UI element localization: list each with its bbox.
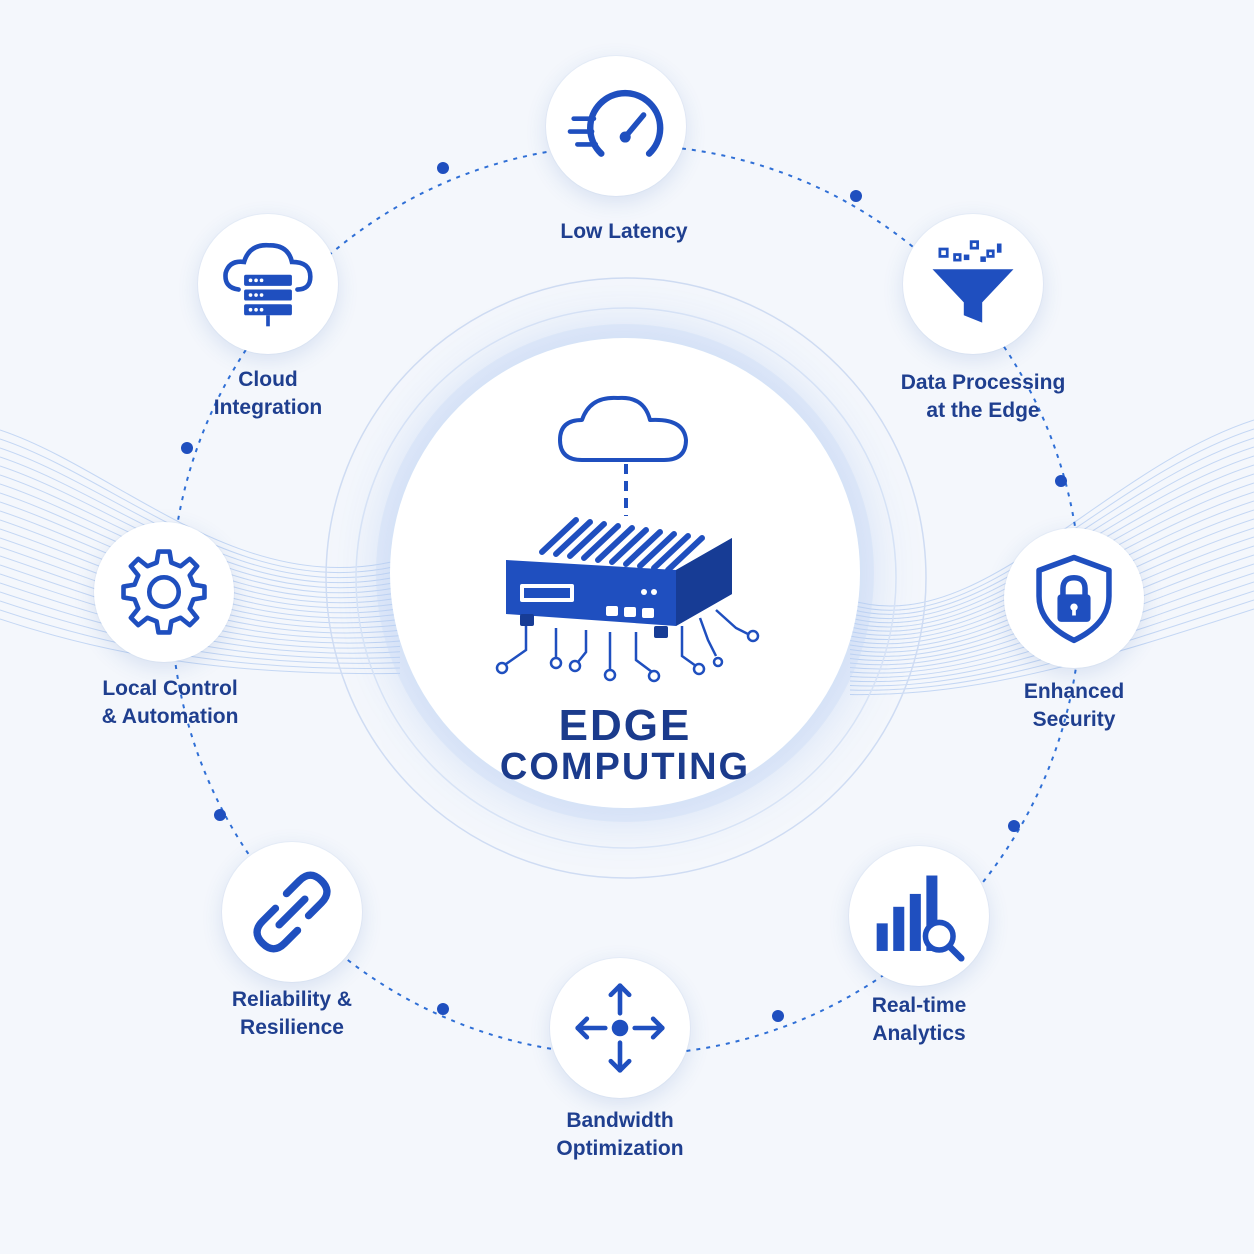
label-line: Security — [1032, 708, 1116, 731]
label-local-control: Local Control & Automation — [60, 675, 280, 731]
ring-dot — [181, 442, 193, 454]
node-data-processing — [903, 214, 1043, 354]
label-low-latency: Low Latency — [514, 218, 734, 246]
node-reliability-resilience — [222, 842, 362, 982]
ring-dot — [772, 1010, 784, 1022]
node-low-latency — [546, 56, 686, 196]
label-line: Low Latency — [560, 220, 688, 243]
ring-dots — [181, 162, 1067, 1022]
center-title-line1: EDGE — [558, 701, 692, 750]
label-line: Resilience — [240, 1016, 344, 1039]
speedometer-icon — [567, 89, 664, 157]
shield-lock-icon — [1036, 554, 1112, 644]
halo-ring-outer — [325, 277, 927, 879]
gear-icon — [121, 549, 207, 635]
ring-dot — [1055, 475, 1067, 487]
label-line: Cloud — [238, 368, 298, 391]
node-bandwidth-optimization — [550, 958, 690, 1098]
node-local-control — [94, 522, 234, 662]
label-reliability-resilience: Reliability & Resilience — [182, 986, 402, 1042]
label-data-processing: Data Processing at the Edge — [873, 369, 1093, 425]
chain-link-icon — [253, 871, 331, 953]
ring-dot — [1008, 820, 1020, 832]
ring-dot — [214, 809, 226, 821]
ring-dot — [437, 1003, 449, 1015]
label-line: Enhanced — [1023, 680, 1125, 703]
label-line: & Automation — [101, 705, 239, 728]
bar-chart-search-icon — [876, 875, 965, 962]
node-enhanced-security — [1004, 528, 1144, 668]
wave-line — [0, 618, 401, 675]
node-real-time-analytics — [849, 846, 989, 986]
label-line: Data Processing — [900, 371, 1066, 394]
ring-dot — [850, 190, 862, 202]
label-line: Optimization — [556, 1137, 684, 1160]
ring-dot — [437, 162, 449, 174]
wave-line — [849, 599, 1254, 691]
label-line: Integration — [213, 396, 323, 419]
halo-ring-inner — [355, 307, 897, 849]
label-line: Reliability & — [231, 988, 353, 1011]
label-line: Bandwidth — [566, 1109, 674, 1132]
arrows-move-icon — [575, 983, 665, 1073]
funnel-icon — [932, 240, 1014, 323]
label-line: Local Control — [102, 677, 238, 700]
label-line: Analytics — [872, 1022, 966, 1045]
label-line: Real-time — [871, 994, 967, 1017]
node-cloud-integration — [198, 214, 338, 354]
label-line: at the Edge — [926, 399, 1040, 422]
center-title-line2: COMPUTING — [499, 746, 751, 788]
edge-device-icon — [495, 395, 760, 683]
cloud-server-icon — [223, 242, 313, 327]
